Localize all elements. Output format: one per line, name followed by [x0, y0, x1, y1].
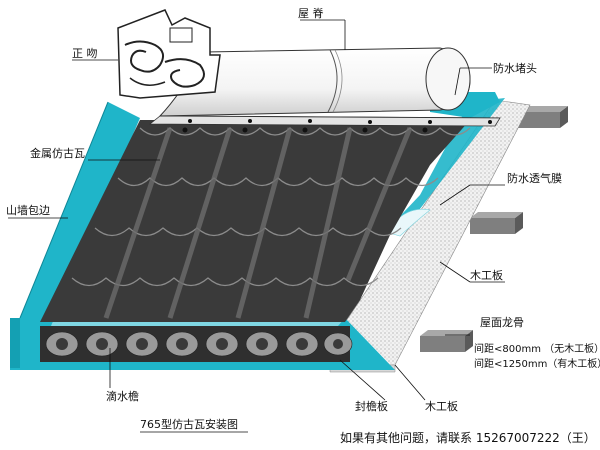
label-gable-trim: 山墙包边: [6, 203, 50, 217]
gable-trim-face: [10, 318, 20, 368]
label-wood-board-right: 木工板: [470, 268, 503, 282]
ridge-ornament: [117, 9, 221, 99]
leader-lines: [8, 19, 505, 401]
label-purlin: 屋面龙骨: [480, 316, 524, 329]
label-spacing-with-board: 间距<1250mm（有木工板）: [474, 357, 600, 370]
ridge-cap: [148, 47, 501, 127]
contact-info: 如果有其他问题，请联系 15267007222（王）: [340, 430, 596, 445]
label-ridge: 屋 脊: [298, 6, 324, 20]
diagram-title: 765型仿古瓦安装图: [140, 417, 238, 431]
metal-tile-field: [40, 120, 471, 322]
label-waterproof-end-cap: 防水堵头: [493, 61, 537, 75]
label-ridge-ornament: 正 吻: [72, 47, 98, 60]
purlin-middle: [470, 212, 523, 234]
gable-trim: [10, 102, 140, 340]
label-eave-closure: 封檐板: [355, 399, 388, 413]
label-wood-board-bottom: 木工板: [425, 399, 458, 413]
purlin-bottom: [420, 330, 473, 352]
label-drip-eave: 滴水檐: [106, 389, 139, 403]
drip-eave: [40, 326, 353, 362]
label-spacing-no-board: 间距<800mm （无木工板）: [474, 342, 600, 355]
breathable-membrane: [385, 98, 505, 235]
label-breathable-membrane: 防水透气膜: [507, 171, 562, 185]
label-metal-tile: 金属仿古瓦: [30, 146, 85, 160]
purlins: [420, 106, 568, 352]
